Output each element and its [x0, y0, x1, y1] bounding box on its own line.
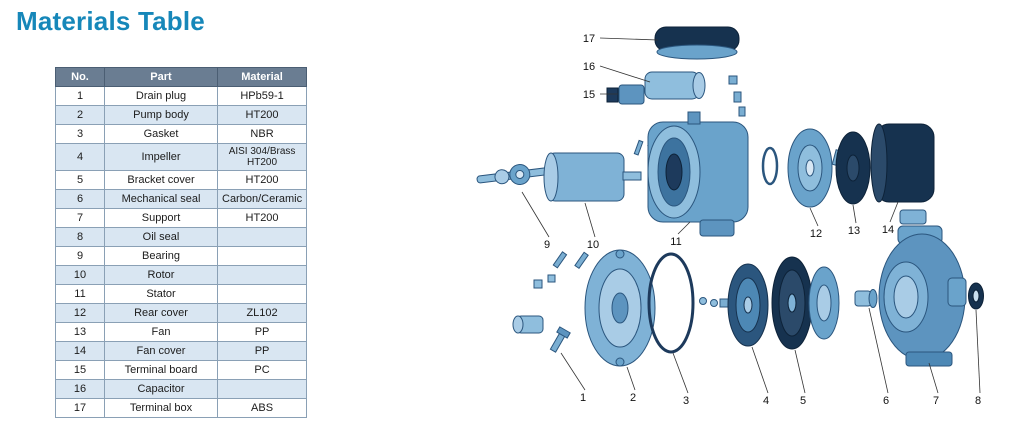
callout-4: 4 [763, 395, 769, 407]
cell-no: 9 [55, 246, 105, 266]
bracket-cover-bolts [552, 251, 589, 270]
cell-part: Fan cover [104, 341, 218, 361]
oil-seal-part [968, 282, 984, 310]
rotor-part [543, 152, 642, 202]
cell-no: 17 [55, 398, 105, 418]
callout-15: 15 [583, 89, 595, 101]
cell-part: Drain plug [104, 86, 218, 106]
cell-no: 10 [55, 265, 105, 285]
callout-numbers: 17 16 15 9 10 11 12 13 14 1 2 3 4 5 6 7 … [544, 33, 981, 407]
cell-no: 11 [55, 284, 105, 304]
callout-5: 5 [800, 395, 806, 407]
cell-material [216, 265, 308, 285]
callout-3: 3 [683, 395, 689, 407]
top-fasteners [728, 75, 746, 117]
callout-8: 8 [975, 395, 981, 407]
cell-part: Rotor [104, 265, 218, 285]
callout-1: 1 [580, 392, 586, 404]
cell-part: Impeller [104, 143, 218, 171]
callout-16: 16 [583, 61, 595, 73]
cell-part: Gasket [104, 124, 218, 144]
impeller-disc-part [771, 256, 813, 350]
diffuser-disc-part [808, 266, 840, 340]
cell-no: 15 [55, 360, 105, 380]
cell-no: 1 [55, 86, 105, 106]
col-header-part: Part [104, 67, 218, 87]
seal-small-parts [699, 297, 730, 308]
callout-17: 17 [583, 33, 595, 45]
leader-lines [521, 37, 981, 394]
cell-material: HT200 [216, 105, 308, 125]
cell-material: PC [216, 360, 308, 380]
cell-material: HT200 [216, 208, 308, 228]
callout-2: 2 [630, 392, 636, 404]
cell-part: Terminal board [104, 360, 218, 380]
cell-no: 12 [55, 303, 105, 323]
terminal-box-part [654, 26, 740, 60]
stator-motor-part [647, 111, 749, 237]
callout-13: 13 [848, 225, 860, 237]
callout-6: 6 [883, 395, 889, 407]
cell-part: Pump body [104, 105, 218, 125]
col-header-no: No. [55, 67, 105, 87]
cell-material [216, 227, 308, 247]
cell-material [216, 284, 308, 304]
cell-material: ZL102 [216, 303, 308, 323]
callout-12: 12 [810, 228, 822, 240]
cell-material: AISI 304/Brass HT200 [216, 143, 308, 171]
mechanical-seal-part [854, 289, 878, 308]
page-title: Materials Table [16, 6, 205, 36]
callout-10: 10 [587, 239, 599, 251]
bearing-sleeve-part [512, 315, 544, 334]
rear-cover-part [787, 128, 833, 208]
pump-body-part [878, 225, 967, 367]
small-nuts [533, 274, 556, 289]
cell-part: Stator [104, 284, 218, 304]
callout-7: 7 [933, 395, 939, 407]
table-header-row: No. Part Material [55, 67, 308, 87]
capacitor-part [644, 71, 706, 100]
cell-material: PP [216, 322, 308, 342]
cell-no: 2 [55, 105, 105, 125]
cell-material: HPb59-1 [216, 86, 308, 106]
col-header-material: Material [216, 67, 308, 87]
callout-9: 9 [544, 239, 550, 251]
o-ring-part [761, 146, 779, 186]
cell-no: 6 [55, 189, 105, 209]
bracket-cover-part [584, 249, 656, 367]
cell-no: 4 [55, 143, 105, 171]
fan-part [835, 131, 871, 205]
impeller-part [727, 263, 769, 347]
callout-14: 14 [882, 224, 894, 236]
fan-cover-part [870, 123, 935, 225]
cell-part: Terminal box [104, 398, 218, 418]
gasket-part [647, 252, 695, 354]
drain-plug-screw [549, 326, 571, 353]
cell-part: Mechanical seal [104, 189, 218, 209]
terminal-board-part [606, 84, 645, 105]
cell-material: HT200 [216, 170, 308, 190]
callout-11: 11 [670, 236, 681, 248]
cell-material: ABS [216, 398, 308, 418]
